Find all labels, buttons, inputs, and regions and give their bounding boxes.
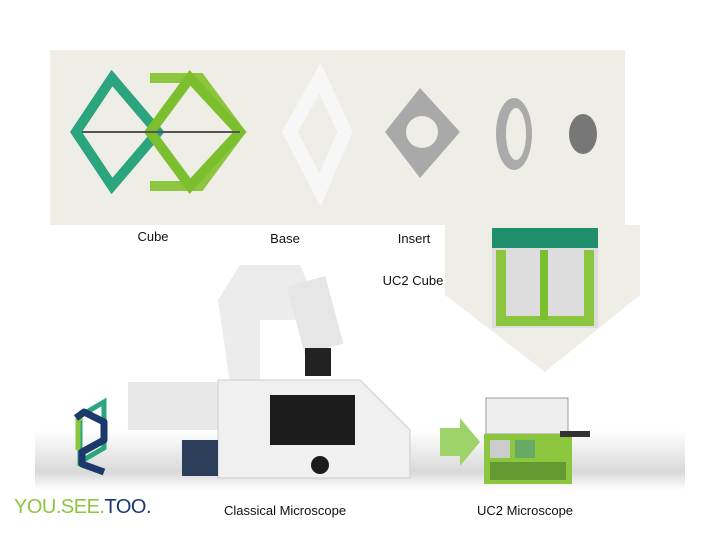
disc-illustration — [569, 114, 597, 154]
uc2-microscope-illustration — [484, 397, 590, 484]
uc2-logo-icon — [73, 397, 108, 476]
cube-illustration — [69, 69, 247, 195]
label-uc2-microscope: UC2 Microscope — [476, 503, 574, 518]
logo-text-part2: TOO. — [104, 496, 152, 518]
label-classical-microscope: Classical Microscope — [223, 503, 347, 518]
logo-text-part1: YOU.SEE. — [14, 496, 105, 518]
label-insert: Insert — [397, 231, 431, 246]
arrow-right-icon — [440, 418, 480, 466]
base-illustration — [282, 62, 353, 207]
classical-microscope-illustration — [128, 265, 411, 479]
uc2-cube-illustration — [492, 228, 598, 328]
label-base: Base — [270, 231, 300, 246]
logo-text: YOU.SEE.TOO. — [14, 496, 152, 519]
label-cube: Cube — [137, 229, 169, 244]
insert-illustration — [385, 88, 460, 178]
ring-illustration — [496, 98, 532, 170]
label-uc2-cube: UC2 Cube — [382, 273, 444, 288]
